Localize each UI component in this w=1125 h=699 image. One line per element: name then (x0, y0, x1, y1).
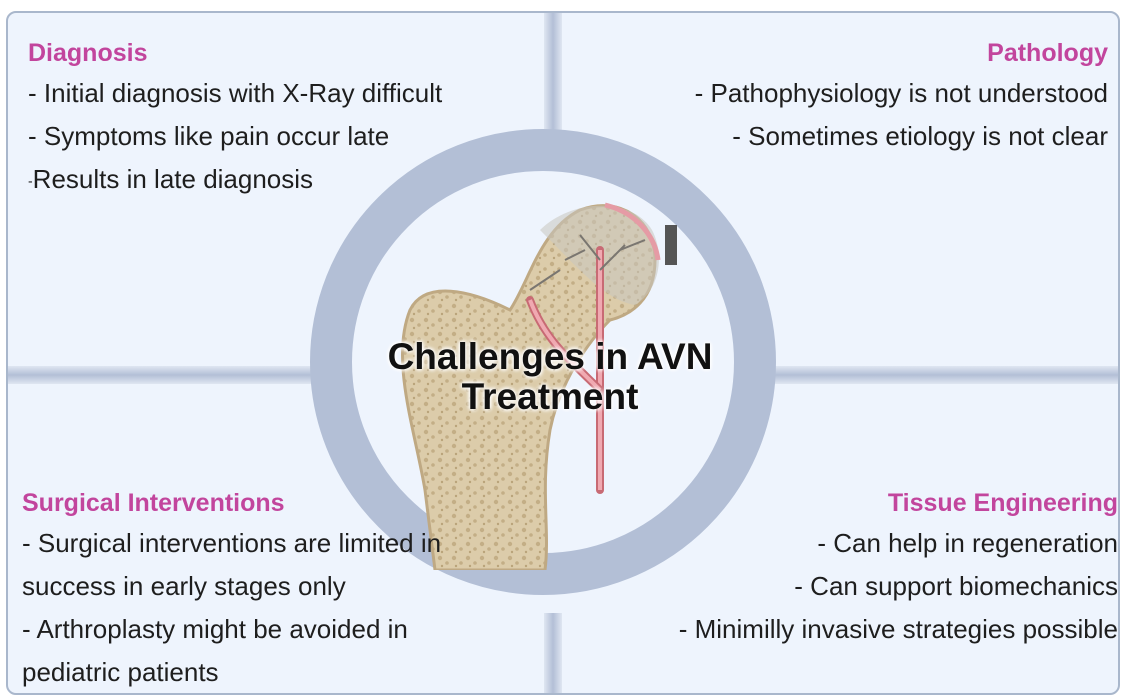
surgical-line-2: success in early stages only (22, 565, 441, 608)
surgical-section: Surgical Interventions - Surgical interv… (22, 486, 441, 694)
tissue-heading: Tissue Engineering (679, 486, 1118, 520)
diagnosis-section: Diagnosis - Initial diagnosis with X-Ray… (28, 36, 442, 203)
tissue-line-2: - Can support biomechanics (679, 565, 1118, 608)
surgical-line-4: pediatric patients (22, 651, 441, 694)
surgical-line-3: - Arthroplasty might be avoided in (22, 608, 441, 651)
pathology-section: Pathology - Pathophysiology is not under… (695, 36, 1108, 158)
pathology-heading: Pathology (695, 36, 1108, 70)
diagnosis-line-2: - Symptoms like pain occur late (28, 115, 442, 158)
tissue-line-3: - Minimilly invasive strategies possible (679, 608, 1118, 651)
diagnosis-line-1: - Initial diagnosis with X-Ray difficult (28, 72, 442, 115)
divider-right (768, 366, 1120, 384)
diagnosis-line-3-row: -Results in late diagnosis (28, 158, 442, 203)
divider-bottom (544, 613, 562, 695)
pathology-line-1: - Pathophysiology is not understood (695, 72, 1108, 115)
tissue-line-1: - Can help in regeneration (679, 522, 1118, 565)
center-title: Challenges in AVN Treatment (350, 337, 750, 417)
diagnosis-heading: Diagnosis (28, 36, 442, 70)
surgical-line-1: - Surgical interventions are limited in (22, 522, 441, 565)
pathology-line-2: - Sometimes etiology is not clear (695, 115, 1108, 158)
diagnosis-line-3: Results in late diagnosis (33, 164, 313, 194)
surgical-heading: Surgical Interventions (22, 486, 441, 520)
divider-left (8, 366, 348, 384)
tissue-section: Tissue Engineering - Can help in regener… (679, 486, 1118, 651)
